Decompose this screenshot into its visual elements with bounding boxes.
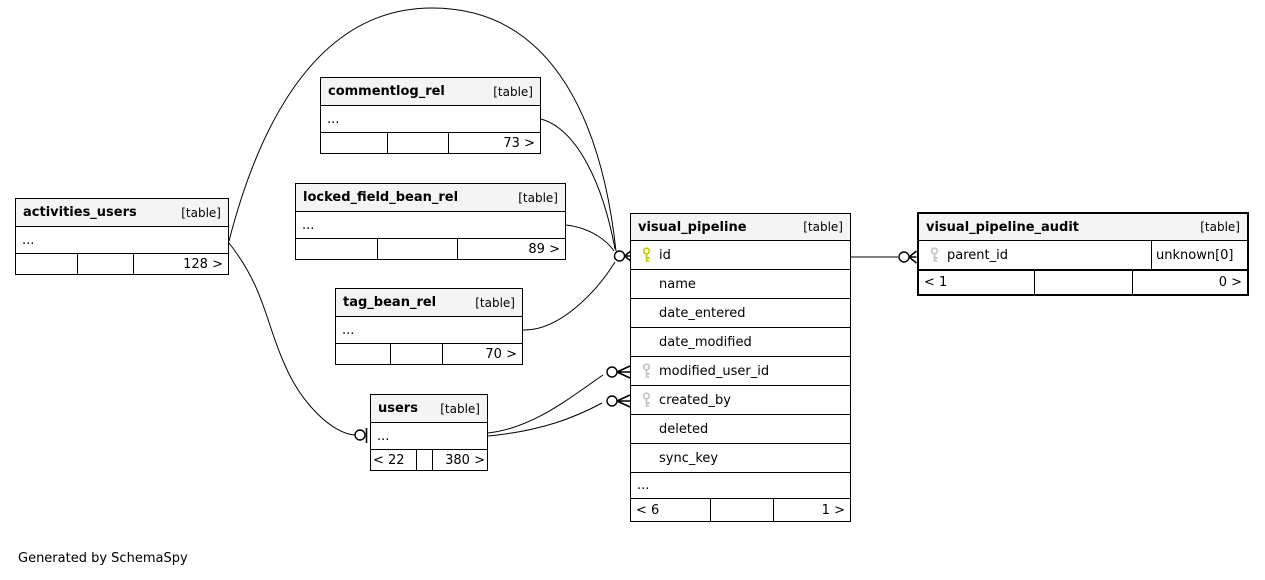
stat-cell xyxy=(416,450,432,470)
connector-audit-parent-id xyxy=(899,251,917,263)
column-row-modified-user-id: modified_user_id xyxy=(631,357,850,386)
connector-users-one xyxy=(355,428,367,443)
connector-created-by xyxy=(607,395,630,407)
stat-cell xyxy=(336,344,390,364)
stat-cell-children: < 6 xyxy=(636,502,660,518)
crows-foot-icon xyxy=(909,251,917,263)
table-name[interactable]: tag_bean_rel xyxy=(343,295,437,310)
column-row-name: name xyxy=(631,270,850,299)
stat-cell xyxy=(389,344,442,364)
column-name: parent_id xyxy=(947,247,1008,263)
stat-cell-rows: 380 > xyxy=(432,450,487,470)
column-row-date-entered: date_entered xyxy=(631,299,850,328)
columns-ellipsis: ... xyxy=(22,232,35,248)
columns-ellipsis: ... xyxy=(327,111,340,127)
table-stats-row: 70 > xyxy=(336,343,522,364)
cardinality-circle xyxy=(899,252,909,262)
stat-cell-rows: 73 > xyxy=(448,133,540,153)
stat-cell-children: < 22 xyxy=(373,452,405,468)
table-stats-row: < 6 1 > xyxy=(631,498,850,521)
column-row-deleted: deleted xyxy=(631,415,850,444)
edge-tag-bean-rel-to-visual-pipeline-id xyxy=(523,262,615,330)
column-name: sync_key xyxy=(659,450,719,466)
column-name: id xyxy=(659,247,671,263)
table-name[interactable]: activities_users xyxy=(23,205,137,220)
stat-cell xyxy=(709,499,774,521)
cardinality-circle xyxy=(607,396,617,406)
column-type: unknown[0] xyxy=(1151,241,1247,269)
crows-foot-icon xyxy=(617,366,630,378)
foreign-key-icon xyxy=(641,392,659,408)
stat-cell xyxy=(376,239,458,259)
foreign-key-icon xyxy=(929,247,947,263)
table-stats-row: < 1 0 > xyxy=(919,270,1247,294)
stat-cell-rows: 89 > xyxy=(457,239,565,259)
table-name[interactable]: visual_pipeline xyxy=(638,219,747,235)
table-name[interactable]: commentlog_rel xyxy=(328,84,445,99)
table-stats-row: 73 > xyxy=(321,132,540,153)
crows-foot-icon xyxy=(617,395,630,407)
stat-cell xyxy=(1033,271,1132,294)
cardinality-circle xyxy=(615,251,625,261)
stat-cell xyxy=(16,254,77,274)
column-row-sync-key: sync_key xyxy=(631,444,850,473)
stat-cell-rows: 0 > xyxy=(1132,271,1247,294)
stat-cell-children: < 1 xyxy=(924,275,948,290)
table-tag-bean-rel[interactable]: tag_bean_rel [table] ... 70 > xyxy=(335,288,523,365)
table-visual-pipeline[interactable]: visual_pipeline [table] id name date_ent… xyxy=(630,213,851,522)
edge-locked-field-bean-rel-to-visual-pipeline-id xyxy=(566,225,614,251)
table-type-label: [table] xyxy=(1200,220,1240,234)
generator-note: Generated by SchemaSpy xyxy=(18,551,188,566)
column-name: created_by xyxy=(659,392,731,408)
stat-cell-rows: 128 > xyxy=(132,254,228,274)
table-users[interactable]: users [table] ... < 22 380 > xyxy=(370,394,488,471)
table-type-label: [table] xyxy=(475,295,515,310)
columns-ellipsis: ... xyxy=(637,478,650,493)
connector-modified-user-id xyxy=(607,366,630,378)
column-row-date-modified: date_modified xyxy=(631,328,850,357)
stat-cell xyxy=(296,239,377,259)
table-visual-pipeline-audit[interactable]: visual_pipeline_audit [table] parent_id … xyxy=(917,212,1249,296)
foreign-key-icon xyxy=(641,363,659,379)
stat-cell xyxy=(77,254,132,274)
stat-cell-rows: 70 > xyxy=(442,344,522,364)
edge-commentlog-rel-to-visual-pipeline-id xyxy=(541,119,615,249)
cardinality-circle xyxy=(607,367,617,377)
column-row-parent-id: parent_id unknown[0] xyxy=(919,241,1247,270)
column-name: deleted xyxy=(659,421,709,437)
table-commentlog-rel[interactable]: commentlog_rel [table] ... 73 > xyxy=(320,77,541,154)
table-type-label: [table] xyxy=(803,220,843,234)
column-name: name xyxy=(659,276,696,292)
edge-users-to-created-by xyxy=(488,403,602,436)
column-name: date_entered xyxy=(659,305,746,321)
column-row-id: id xyxy=(631,241,850,270)
stat-cell-rows: 1 > xyxy=(773,499,850,521)
columns-ellipsis: ... xyxy=(377,428,390,444)
table-type-label: [table] xyxy=(181,205,221,220)
table-name[interactable]: locked_field_bean_rel xyxy=(303,190,459,205)
cardinality-circle xyxy=(355,430,365,440)
table-stats-row: 89 > xyxy=(296,238,565,259)
table-locked-field-bean-rel[interactable]: locked_field_bean_rel [table] ... 89 > xyxy=(295,183,566,260)
table-type-label: [table] xyxy=(518,190,558,205)
table-activities-users[interactable]: activities_users [table] ... 128 > xyxy=(15,198,229,275)
table-name[interactable]: visual_pipeline_audit xyxy=(926,219,1080,235)
table-type-label: [table] xyxy=(493,84,533,99)
column-name: date_modified xyxy=(659,334,752,350)
edge-users-to-modified-user-id xyxy=(488,375,603,433)
primary-key-icon xyxy=(641,247,659,263)
stat-cell xyxy=(386,133,448,153)
table-name[interactable]: users xyxy=(378,401,418,416)
table-stats-row: 128 > xyxy=(16,253,228,274)
edge-activities-users-to-users xyxy=(229,243,355,435)
edge-activities-users-to-visual-pipeline-id xyxy=(229,8,616,251)
table-type-label: [table] xyxy=(440,401,480,416)
columns-ellipsis: ... xyxy=(342,322,355,338)
stat-cell xyxy=(321,133,387,153)
columns-ellipsis: ... xyxy=(302,217,315,233)
column-name: modified_user_id xyxy=(659,363,770,379)
table-stats-row: < 22 380 > xyxy=(371,449,487,470)
column-row-created-by: created_by xyxy=(631,386,850,415)
